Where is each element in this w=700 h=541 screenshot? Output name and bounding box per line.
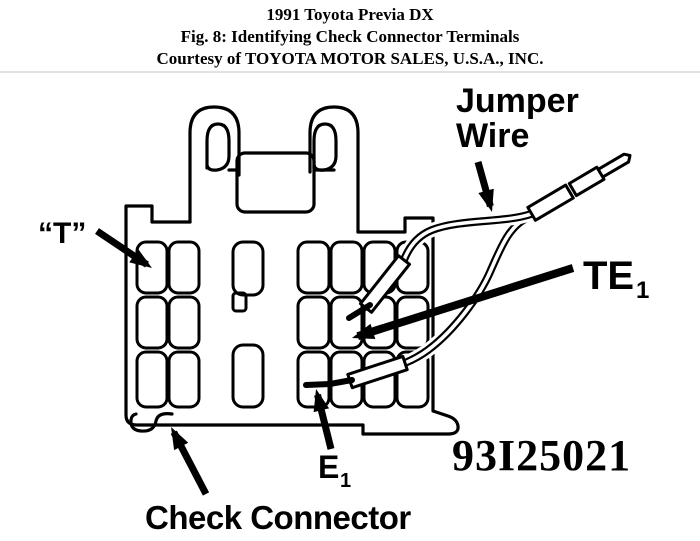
banana-plug-barrel [567,165,606,198]
label-e1: E [318,449,339,485]
label-t-terminal: “T” [38,217,86,250]
probe-te1-tip [346,302,373,321]
label-jumper-wire-line1: Jumper [456,82,579,120]
connector-outline [124,204,460,436]
probe-te1 [359,254,411,314]
jumper-wire-upper [397,207,538,267]
terminal-cell [135,350,169,409]
arrow-t-terminal [95,228,152,268]
probe-e1-tip [303,377,355,388]
terminal-cell [167,350,201,409]
terminal-cell [135,295,169,350]
label-te1: TE [583,254,634,298]
terminal-cell-e1 [296,350,331,409]
hook-left-inner-icon [205,122,231,172]
label-e1-subscript: 1 [340,470,351,492]
slot-top [231,240,265,297]
terminal-grid-center [231,240,265,409]
terminal-cell [167,240,201,295]
terminal-cell [135,240,169,295]
bottom-latch [129,412,174,433]
terminal-cell-te1 [329,295,364,350]
terminal-grid-right [296,240,430,409]
probe-e1 [346,354,409,390]
header-line-1: 1991 Toyota Previa DX [266,5,434,24]
arrow-te1 [351,264,575,341]
hook-right-inner-icon [312,122,338,172]
terminal-cell [167,295,201,350]
terminal-cell [296,240,331,295]
arrow-e1 [313,388,335,450]
label-te1-subscript: 1 [636,277,649,304]
arrow-jumper-wire [474,161,494,212]
slot-bottom [231,343,265,409]
terminal-grid-left [135,240,201,409]
hook-left-icon [188,105,241,224]
header-line-3: Courtesy of TOYOTA MOTOR SALES, U.S.A., … [156,49,544,68]
header-line-2: Fig. 8: Identifying Check Connector Term… [180,27,520,46]
label-check-connector: Check Connector [145,499,411,536]
label-figure-code: 93I25021 [452,431,631,480]
slot-notch [231,291,248,313]
arrow-check-connector [170,426,210,496]
banana-plug-sleeve [526,183,575,222]
hook-right-icon [308,105,360,234]
jumper-wire-lower [398,211,534,370]
terminal-cell [296,295,331,350]
header-divider [0,71,700,73]
label-jumper-wire-line2: Wire [456,117,529,155]
terminal-cell [329,240,364,295]
center-block [235,151,316,214]
banana-plug-tip-icon [596,152,632,179]
